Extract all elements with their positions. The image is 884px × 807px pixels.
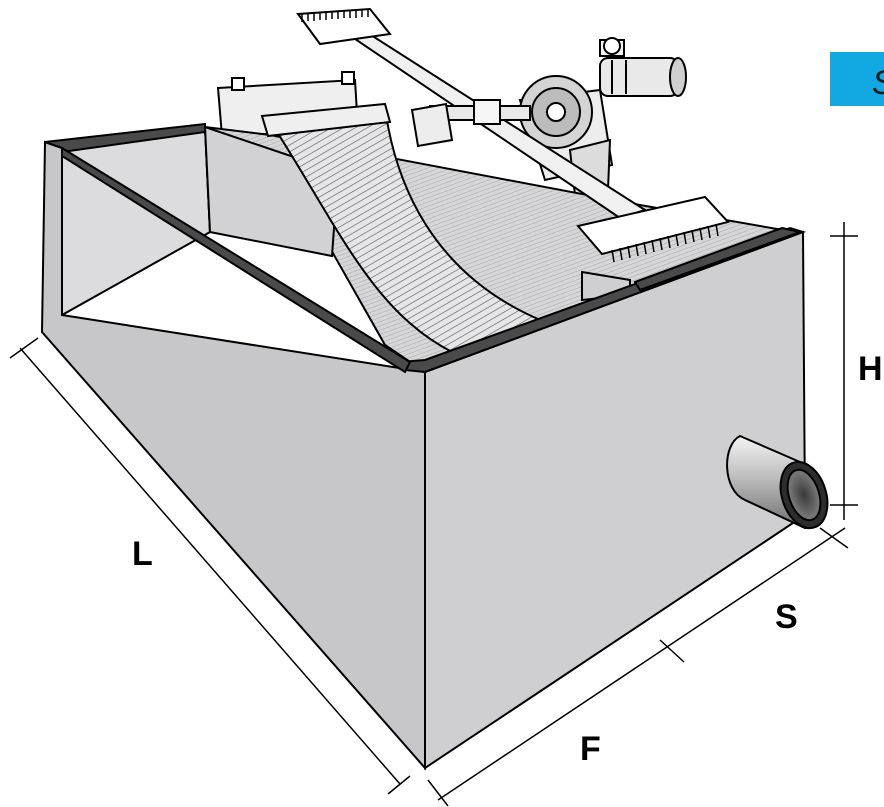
dimension-label-f: F xyxy=(580,730,601,768)
tank-inner-back-wall xyxy=(61,125,212,317)
corner-tab-text: S xyxy=(872,64,884,102)
dimension-label-s: S xyxy=(775,598,798,636)
dimension-label-l: L xyxy=(132,535,153,573)
lower-rake-icon xyxy=(576,195,730,256)
outlet-pipe-icon xyxy=(726,434,829,530)
corner-tab: S xyxy=(830,52,884,106)
dimension-lines xyxy=(9,222,858,807)
tank-walls xyxy=(40,122,807,771)
rake-assembly xyxy=(296,7,730,263)
dimension-label-h: H xyxy=(858,350,883,388)
dimension-line-l xyxy=(19,347,401,785)
drive-unit xyxy=(518,37,687,197)
tank-rim xyxy=(44,122,206,154)
dimension-line-fs xyxy=(437,527,846,801)
bearing-block xyxy=(410,102,454,148)
corner-tab-background xyxy=(830,52,884,106)
upper-comb-icon xyxy=(296,7,392,46)
